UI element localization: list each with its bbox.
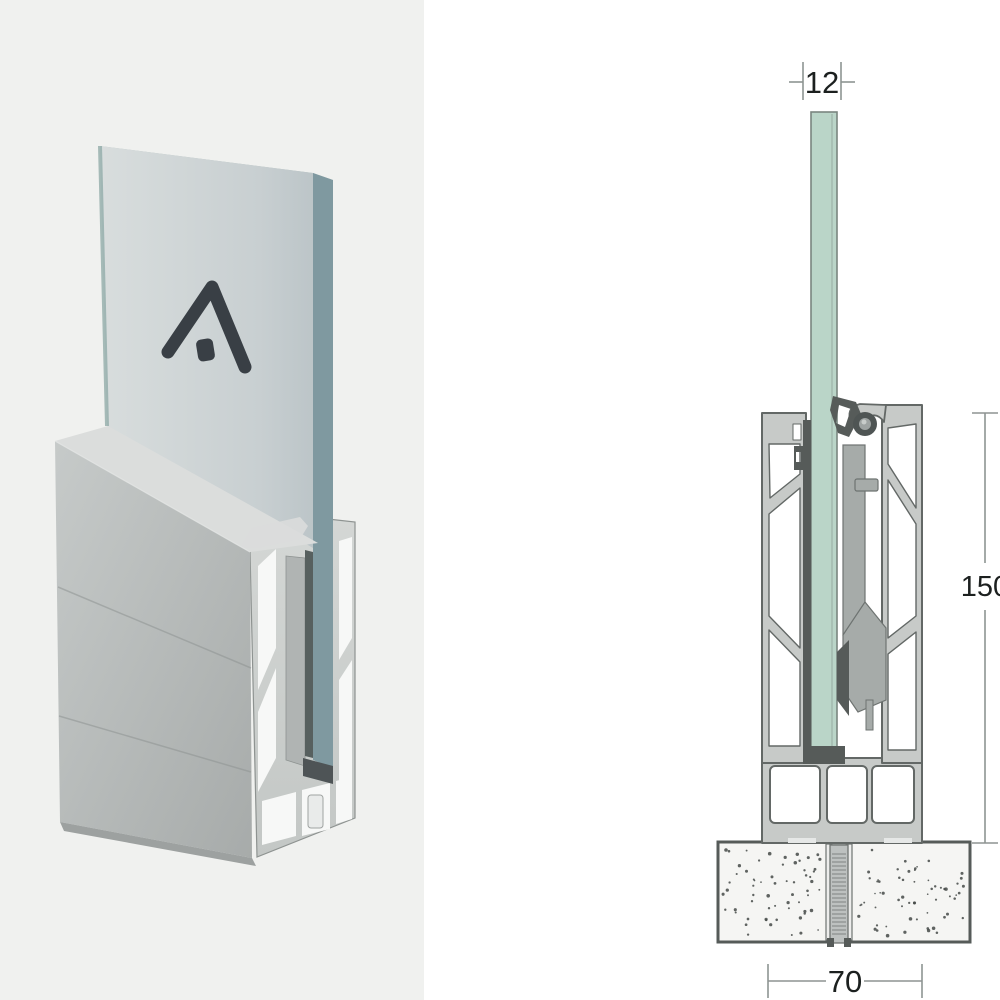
anchor-bolt-3d — [307, 794, 324, 829]
base-front-face — [55, 441, 252, 858]
glass-shoe-3d — [303, 758, 333, 784]
base-top-face — [55, 426, 318, 552]
product-render-panel — [0, 0, 424, 1000]
dimension-profile-width: 70 — [767, 964, 923, 999]
dimension-label-70: 70 — [828, 964, 862, 999]
cam-lever — [830, 396, 877, 437]
glass-panel-3d — [98, 145, 333, 784]
profile-end-face-3d — [249, 516, 356, 858]
side-gasket — [803, 420, 811, 758]
bolt-threads — [832, 853, 846, 935]
dimension-profile-height: 150 — [961, 412, 1000, 844]
dimension-label-12: 12 — [805, 65, 839, 100]
dimension-label-150: 150 — [961, 571, 1000, 603]
channel-lip — [240, 517, 308, 548]
clamp-wedge — [837, 444, 887, 731]
glass-section — [810, 111, 838, 753]
glass-fixing-hardware — [794, 396, 887, 764]
serrated-clip — [794, 446, 803, 470]
glass-pane — [810, 111, 838, 753]
dimension-glass-thickness: 12 — [789, 62, 855, 100]
concrete-speckle — [721, 848, 965, 938]
setting-shoe — [803, 746, 845, 764]
base-profile-3d — [54, 426, 318, 866]
clamp-block-3d — [285, 555, 306, 767]
technical-drawing-panel: 12 150 70 — [424, 0, 1000, 1000]
base-bottom-edge — [60, 822, 256, 866]
gasket-3d — [305, 550, 313, 758]
glass-thickness-edge — [313, 173, 333, 768]
chevron-logo-icon — [161, 280, 252, 374]
